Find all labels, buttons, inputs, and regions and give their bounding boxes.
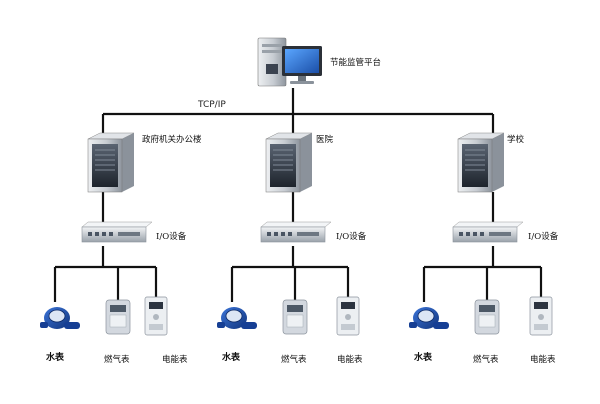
meter-label-gas-3: 燃气表: [473, 355, 499, 365]
platform-label: 节能监管平台: [330, 58, 382, 68]
building-label-2: 医院: [316, 135, 334, 145]
io-label-3: I/O设备: [528, 232, 559, 242]
protocol-label: TCP/IP: [198, 100, 226, 110]
meter-label-electric-2: 电能表: [337, 355, 363, 365]
io-label-1: I/O设备: [156, 232, 187, 242]
gas-meter-icon-3: [474, 299, 500, 335]
meter-label-water-3: 水表: [414, 353, 433, 363]
building-server-icon-2: [265, 132, 313, 193]
electric-meter-icon-3: [529, 296, 553, 336]
building-server-icon-3: [457, 132, 505, 193]
io-device-icon-3: [452, 221, 524, 243]
io-device-icon-2: [260, 221, 332, 243]
meter-label-electric-3: 电能表: [530, 355, 556, 365]
meter-label-gas-2: 燃气表: [281, 355, 307, 365]
meter-label-electric-1: 电能表: [162, 355, 188, 365]
platform-computer-icon: [257, 37, 322, 87]
gas-meter-icon-1: [105, 299, 131, 335]
water-meter-icon-1: [40, 307, 80, 329]
io-device-icon-1: [81, 221, 153, 243]
building-label-1: 政府机关办公楼: [142, 135, 202, 145]
meter-label-water-2: 水表: [222, 353, 241, 363]
meter-label-gas-1: 燃气表: [104, 355, 130, 365]
water-meter-icon-3: [409, 307, 449, 329]
electric-meter-icon-2: [336, 296, 360, 336]
building-label-3: 学校: [507, 135, 525, 145]
gas-meter-icon-2: [282, 299, 308, 335]
building-server-icon-1: [87, 132, 135, 193]
io-label-2: I/O设备: [336, 232, 367, 242]
water-meter-icon-2: [217, 307, 257, 329]
electric-meter-icon-1: [144, 296, 168, 336]
meter-label-water-1: 水表: [46, 353, 65, 363]
connection-lines: [53, 88, 543, 302]
